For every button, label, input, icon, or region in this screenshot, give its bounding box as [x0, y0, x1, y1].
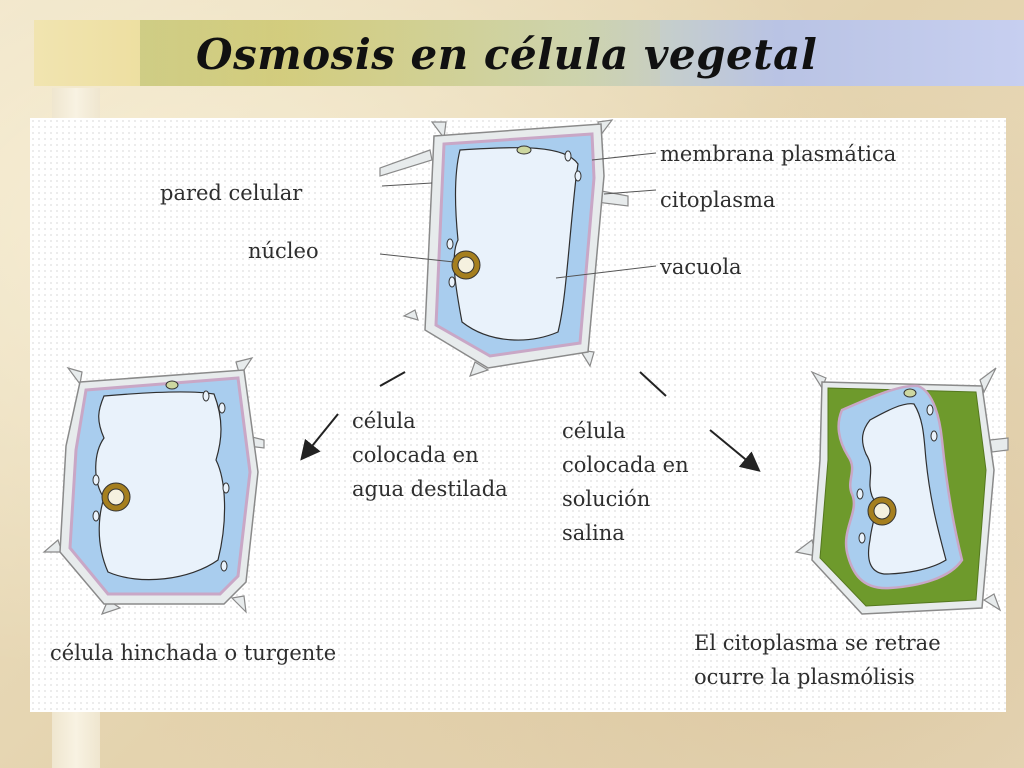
- process-arrows: [300, 371, 761, 472]
- label-citoplasma: citoplasma: [660, 188, 776, 212]
- normal-cell: [379, 119, 629, 377]
- organelle: [930, 430, 938, 442]
- nucleus-center: [457, 256, 475, 274]
- organelle: [202, 390, 210, 402]
- title-banner-accent: [140, 20, 660, 86]
- organelle: [92, 474, 100, 486]
- organelle: [516, 145, 532, 155]
- neighbor-wall-lines: [379, 119, 629, 377]
- instruction-right-line3: solución: [562, 487, 651, 511]
- arrow-segment: [639, 371, 667, 397]
- label-nucleo: núcleo: [248, 239, 319, 263]
- label-vacuola: vacuola: [660, 255, 742, 279]
- label-leader-lines: [379, 152, 657, 279]
- result-right-line2: ocurre la plasmólisis: [694, 665, 915, 689]
- organelle: [574, 170, 582, 182]
- nucleus-center: [107, 488, 125, 506]
- organelle: [165, 380, 179, 390]
- label-membrana-plasmatica: membrana plasmática: [660, 142, 897, 166]
- organelle: [92, 510, 100, 522]
- organelle: [220, 560, 228, 572]
- vacuole: [453, 147, 579, 341]
- organelle: [218, 402, 226, 414]
- instruction-right-line2: colocada en: [562, 453, 689, 477]
- result-left-caption: célula hinchada o turgente: [50, 641, 337, 665]
- organelle: [926, 404, 934, 416]
- organelle: [858, 532, 866, 544]
- instruction-left-line1: célula: [352, 409, 416, 433]
- organelle: [564, 150, 572, 162]
- vacuole: [861, 403, 947, 575]
- instruction-left-line2: colocada en: [352, 443, 479, 467]
- plasmolyzed-cell: [794, 367, 1009, 615]
- slide-title: Osmosis en célula vegetal: [196, 30, 818, 79]
- vacuole: [95, 391, 226, 581]
- organelle: [903, 388, 917, 398]
- turgid-cell: [42, 357, 265, 615]
- arrow-to-plasmolyzed-cell: [709, 429, 761, 472]
- result-right-line1: El citoplasma se retrae: [694, 631, 941, 655]
- arrow-to-turgid-cell: [300, 413, 339, 461]
- label-pared-celular: pared celular: [160, 181, 303, 205]
- instruction-left-line3: agua destilada: [352, 477, 508, 501]
- arrow-segment: [379, 371, 406, 387]
- organelle: [446, 238, 454, 250]
- instruction-right-line1: célula: [562, 419, 626, 443]
- nucleus-center: [873, 502, 891, 520]
- organelle: [448, 276, 456, 288]
- title-banner: [34, 20, 1024, 86]
- organelle: [856, 488, 864, 500]
- instruction-right-line4: salina: [562, 521, 625, 545]
- organelle: [222, 482, 230, 494]
